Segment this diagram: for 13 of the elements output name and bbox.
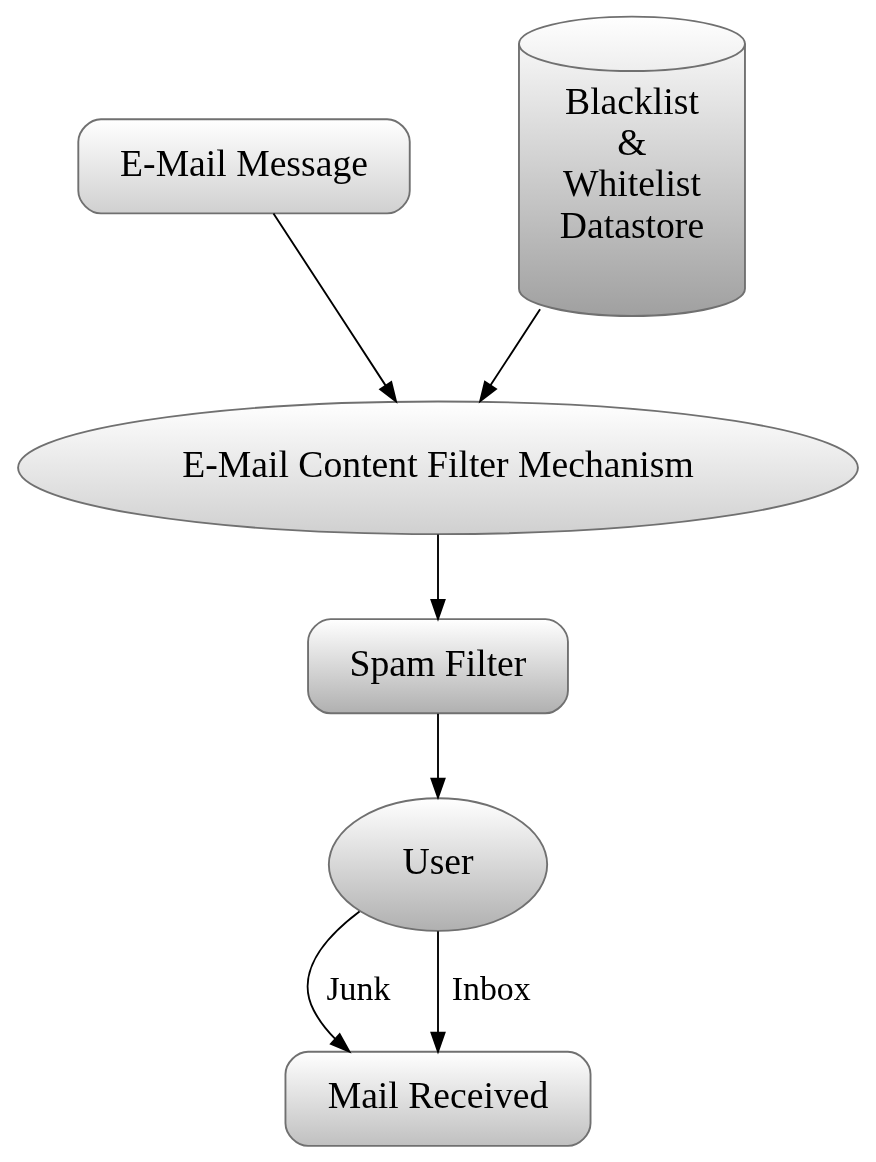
node-ellipse: E-Mail Content Filter Mechanism	[17, 400, 859, 536]
arrow	[272, 212, 398, 404]
edge-label: Junk	[326, 969, 391, 1007]
arrow	[430, 712, 446, 801]
arrow	[306, 910, 361, 1054]
arrow	[478, 308, 542, 404]
node-ellipse: User	[327, 797, 549, 932]
arrow	[430, 930, 446, 1055]
edge-label: Inbox	[451, 969, 531, 1007]
arrow	[430, 533, 446, 622]
node-box: Spam Filter	[307, 618, 569, 715]
node-box: E-Mail Message	[77, 118, 411, 215]
node-box: Mail Received	[284, 1050, 592, 1147]
